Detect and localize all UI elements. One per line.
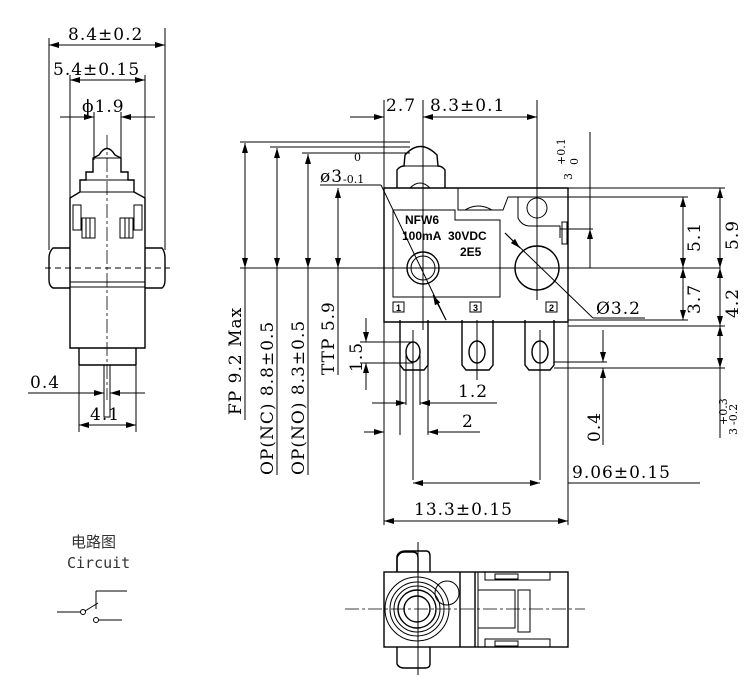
side-view: 8.4±0.2 5.4±0.15 ϕ1.9 0.4 4.1: [28, 25, 170, 432]
dim-terminal-hole-width: 1.2: [458, 382, 488, 402]
top-tol-value: 3: [562, 173, 575, 180]
circuit-diagram: 电路图 Circuit: [57, 533, 130, 623]
dim-terminal-hole-height: 1.5: [347, 342, 367, 372]
dim-plunger-diameter: ϕ1.9: [82, 97, 125, 117]
label-current: 100mA: [402, 229, 442, 243]
top-tol-lower: 0: [568, 158, 581, 165]
dim-fp: FP 9.2 Max: [226, 307, 246, 415]
circuit-title-zh: 电路图: [71, 533, 116, 551]
label-voltage: 30VDC: [448, 229, 487, 243]
dim-hole-diameter: Ø3.2: [596, 299, 641, 319]
svg-text:3: 3: [473, 303, 478, 313]
dim-body-width: 5.4±0.15: [53, 60, 140, 80]
dim-3-7: 3.7: [685, 284, 705, 314]
circuit-title-en: Circuit: [67, 554, 130, 572]
terminal-label-2: 2: [545, 301, 558, 313]
front-view: 2.7 8.3±0.1 NFW6 100mA 30VDC 2E5 1 3 2: [226, 96, 743, 525]
terminal-length: 3: [727, 428, 740, 435]
terminal-length-tol-upper: +0.3: [717, 398, 730, 425]
dim-terminal-thickness-front: 0.4: [585, 412, 605, 442]
plunger-tol-upper: 0: [354, 151, 361, 164]
dim-terminal-width: 2: [462, 412, 474, 432]
dim-terminal-span: 4.1: [90, 405, 120, 425]
terminal-label-3: 3: [469, 301, 482, 313]
dim-5-1: 5.1: [685, 222, 705, 252]
plunger-tol-lower: -0.1: [343, 173, 364, 186]
dim-body-length: 13.3±0.15: [414, 500, 513, 520]
dim-terminal-pitch: 9.06±0.15: [572, 463, 671, 483]
dim-op-no: OP(NO) 8.3±0.5: [289, 320, 309, 475]
svg-text:2: 2: [549, 303, 554, 313]
terminal-length-tol-lower: -0.2: [727, 404, 740, 425]
label-model: NFW6: [405, 213, 439, 227]
dim-ttp: TTP 5.9: [319, 301, 339, 375]
bottom-view: [345, 542, 585, 675]
svg-text:1: 1: [396, 303, 401, 313]
dim-plunger-offset: 2.7: [386, 96, 416, 116]
dim-hole-spacing-top: 8.3±0.1: [430, 96, 505, 116]
dim-overall-width: 8.4±0.2: [68, 25, 143, 45]
dim-4-2: 4.2: [723, 288, 743, 318]
dim-terminal-thickness-side: 0.4: [30, 373, 60, 393]
dim-5-9: 5.9: [723, 220, 743, 250]
label-life: 2E5: [460, 245, 482, 259]
top-tol-upper: +0.1: [555, 138, 568, 165]
switch-symbol-icon: [57, 590, 127, 623]
terminal-label-1: 1: [392, 301, 405, 313]
dim-plunger-diam-front: ø3: [320, 167, 343, 187]
dim-op-nc: OP(NC) 8.8±0.5: [258, 321, 278, 475]
